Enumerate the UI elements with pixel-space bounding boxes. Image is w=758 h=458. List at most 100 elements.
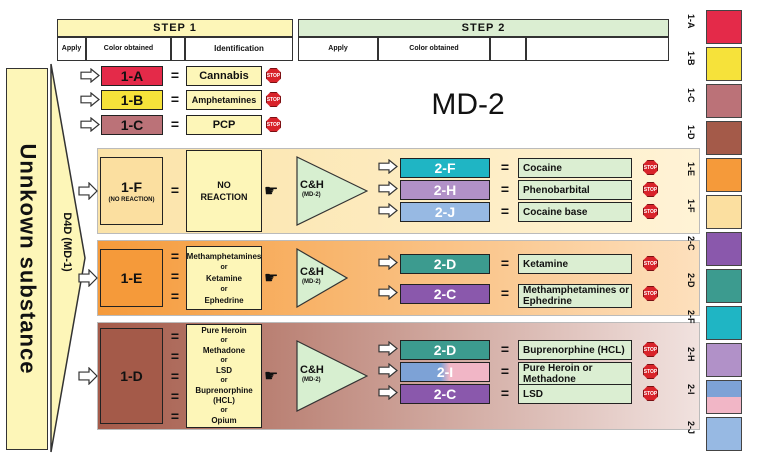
direct-arrow-1 (80, 92, 100, 107)
group-ident-line-1-2: Ketamine (205, 273, 242, 283)
direct-stop-0: STOP (266, 68, 281, 83)
step2-apply-col: Apply (298, 37, 378, 61)
group-eq-1-2: = (170, 288, 180, 304)
ch-label-0: C&H (300, 179, 324, 191)
result-stop-1-1: STOP (643, 286, 658, 301)
step2-header: STEP 2 (298, 19, 669, 37)
result-stop-2-0: STOP (643, 342, 658, 357)
result-code-0-0: 2-F (400, 158, 490, 178)
group-ident-line-2-5: or (220, 377, 228, 384)
result-text-1-0: Ketamine (518, 254, 632, 274)
chip-8 (706, 306, 742, 340)
unknown-substance-label: Unnkown substance (15, 143, 41, 375)
result-code-0-1: 2-H (400, 180, 490, 200)
result-code-2-1: 2-I (400, 362, 490, 382)
chip-label-11: 2-J (686, 421, 696, 435)
group-ident-line-2-7: (HCL) (213, 396, 235, 405)
group-code-sub-0: (NO REACTION) (108, 197, 155, 203)
d4d-triangle (50, 63, 86, 453)
result-text-2-2: LSD (518, 384, 632, 404)
result-arrow-2-1 (378, 363, 398, 378)
ch-triangle-2 (296, 340, 368, 412)
ch-sub-1: (MD-2) (302, 279, 321, 285)
group-code-label-2: 1-D (120, 368, 143, 384)
group-ident-line-2-2: Methadone (202, 346, 246, 355)
result-code-2-0: 2-D (400, 340, 490, 360)
group-ident-line-1-0: Methamphetamines (186, 251, 262, 261)
result-text-2-1: Pure Heroin or Methadone (518, 362, 632, 386)
chip-label-2: 1-C (686, 88, 696, 103)
chip-2 (706, 84, 742, 118)
result-text-0-2: Cocaine base (518, 202, 632, 222)
group-eq-2-2: = (170, 368, 180, 384)
ch-triangle-1 (296, 248, 348, 308)
result-text-0-1: Phenobarbital (518, 180, 632, 200)
step1-header: STEP 1 (57, 19, 293, 37)
result-eq-0-1: = (500, 181, 510, 197)
group-code-2: 1-D (100, 328, 163, 424)
chip-label-0: 1-A (686, 14, 696, 29)
direct-code-0: 1-A (101, 66, 163, 86)
result-arrow-2-0 (378, 341, 398, 356)
result-arrow-2-2 (378, 385, 398, 400)
direct-code-1: 1-B (101, 90, 163, 110)
result-arrow-0-2 (378, 203, 398, 218)
pointing-hand-icon-0: ☛ (264, 183, 279, 200)
group-code-label-1: 1-E (120, 270, 143, 286)
group-code-label-0: 1-F (121, 179, 142, 195)
step2-color-col: Color obtained (378, 37, 490, 61)
result-stop-0-0: STOP (643, 160, 658, 175)
group-eq-2-3: = (170, 388, 180, 404)
result-stop-2-1: STOP (643, 364, 658, 379)
chip-0 (706, 10, 742, 44)
result-arrow-1-0 (378, 255, 398, 270)
result-eq-1-1: = (500, 285, 510, 301)
pointing-hand-icon-2: ☛ (264, 368, 279, 385)
group-eq-1-1: = (170, 268, 180, 284)
md2-label: MD-2 (431, 88, 505, 121)
d4d-label: D4D (MD-1) (61, 212, 73, 272)
step1-ident-col: Identification (185, 37, 293, 61)
chip-11 (706, 417, 742, 451)
chip-label-8: 2-F (686, 310, 696, 324)
result-text-2-0: Buprenorphine (HCL) (518, 340, 632, 360)
group-ident-line-1-4: Ephedrine (204, 295, 244, 305)
result-eq-0-2: = (500, 203, 510, 219)
result-arrow-1-1 (378, 285, 398, 300)
group-eq-1-0: = (170, 248, 180, 264)
chip-3 (706, 121, 742, 155)
group-eq-2-1: = (170, 348, 180, 364)
chip-label-4: 1-E (686, 162, 696, 177)
chip-label-3: 1-D (686, 125, 696, 140)
result-stop-0-1: STOP (643, 182, 658, 197)
result-eq-2-1: = (500, 363, 510, 379)
group-ident-line-2-6: Buprenorphine (195, 386, 253, 395)
result-stop-2-2: STOP (643, 386, 658, 401)
ch-sub-0: (MD-2) (302, 192, 321, 198)
step1-color-col: Color obtained (86, 37, 171, 61)
chip-9 (706, 343, 742, 377)
group-ident-line-2-1: or (220, 337, 228, 344)
chip-label-6: 2-C (686, 236, 696, 251)
chip-6 (706, 232, 742, 266)
result-code-0-2: 2-J (400, 202, 490, 222)
group-arrow-2 (78, 367, 98, 385)
group-arrow-0 (78, 182, 98, 200)
step2-col4 (526, 37, 669, 61)
unknown-substance-box: Unnkown substance (6, 68, 48, 450)
chip-4 (706, 158, 742, 192)
group-ident-text-0: NO REACTION (200, 180, 248, 202)
direct-eq-1: = (170, 91, 180, 107)
result-code-1-1: 2-C (400, 284, 490, 304)
chip-10 (706, 380, 742, 414)
step1-eq-col (171, 37, 185, 61)
result-eq-2-0: = (500, 341, 510, 357)
ch-label-2: C&H (300, 364, 324, 376)
group-ident-line-2-9: Opium (211, 416, 237, 425)
step1-apply-col: Apply (57, 37, 86, 61)
direct-result-1: Amphetamines (186, 90, 262, 110)
direct-eq-2: = (170, 116, 180, 132)
group-ident-line-2-4: LSD (216, 366, 232, 375)
result-code-2-2: 2-C (400, 384, 490, 404)
